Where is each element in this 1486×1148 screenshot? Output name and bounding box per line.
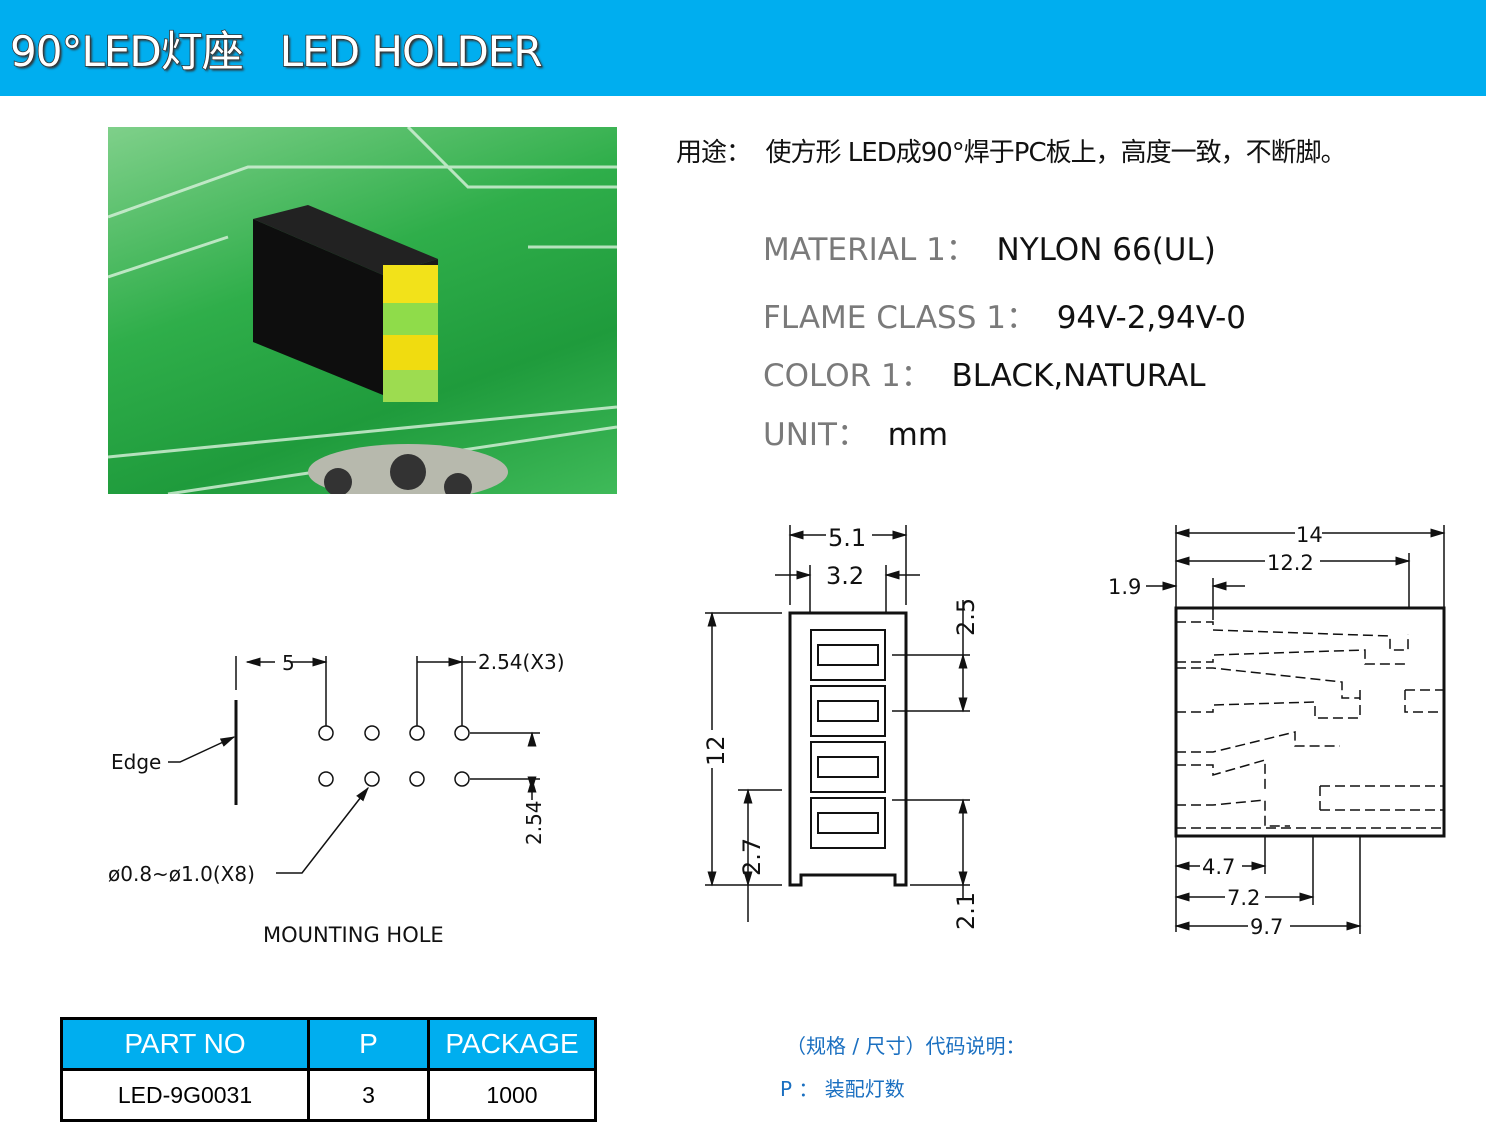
column-header-p: P <box>307 1017 430 1071</box>
usage-text: 用途： 使方形 LED成90°焊于PC板上，高度一致，不断脚。 <box>676 138 1347 168</box>
dim-2-7-label: 2.7 <box>738 838 766 876</box>
part-table: PART NO P PACKAGE LED-9G0031 3 1000 <box>60 1017 597 1122</box>
cell-part-no: LED-9G0031 <box>60 1068 310 1122</box>
product-photo <box>108 127 617 494</box>
spec-value: 94V-2,94V-0 <box>1056 300 1247 336</box>
cell-p: 3 <box>307 1068 430 1122</box>
dim-3-2-label: 3.2 <box>826 562 864 590</box>
spec-material: MATERIAL 1： NYLON 66(UL) <box>763 224 1216 269</box>
table-row: LED-9G0031 3 1000 <box>60 1068 597 1122</box>
spec-label: COLOR 1： <box>763 358 952 394</box>
table-header-row: PART NO P PACKAGE <box>60 1017 597 1071</box>
spec-label: UNIT： <box>763 417 888 453</box>
page-title: 90°LED灯座 LED HOLDER <box>9 26 543 77</box>
side-view-drawing <box>1146 525 1446 934</box>
spec-flame-class: FLAME CLASS 1： 94V-2,94V-0 <box>763 292 1246 337</box>
front-view-drawing <box>705 525 970 922</box>
dim-vpitch-label: 2.54 <box>522 800 546 845</box>
dim-4-7-label: 4.7 <box>1202 855 1235 879</box>
dim-2-1-label: 2.1 <box>952 892 980 930</box>
dim-2-5-label: 2.5 <box>952 598 980 636</box>
dim-12-2-label: 12.2 <box>1267 551 1314 575</box>
spec-value: NYLON 66(UL) <box>996 232 1216 268</box>
spec-label: FLAME CLASS 1： <box>763 300 1057 336</box>
dim-5-1-label: 5.1 <box>828 524 866 552</box>
header-bar: 90°LED灯座 LED HOLDER <box>0 0 1486 96</box>
column-header-part-no: PART NO <box>60 1017 310 1071</box>
dim-1-9-label: 1.9 <box>1108 575 1141 599</box>
dim-14-label: 14 <box>1296 523 1323 547</box>
column-header-package: PACKAGE <box>427 1017 597 1071</box>
mounting-hole-drawing <box>168 656 540 874</box>
code-note-title: （规格 / 尺寸）代码说明： <box>786 1034 1026 1058</box>
code-note-p: P ： 装配灯数 <box>780 1077 905 1101</box>
mounting-hole-title: MOUNTING HOLE <box>263 923 444 947</box>
product-photo-illustration <box>108 127 617 494</box>
cell-package: 1000 <box>427 1068 597 1122</box>
spec-label: MATERIAL 1： <box>763 232 997 268</box>
dim-5-label: 5 <box>282 651 295 675</box>
spec-value: BLACK,NATURAL <box>951 358 1206 394</box>
spec-value: mm <box>887 417 949 453</box>
edge-label: Edge <box>111 750 161 774</box>
dim-9-7-label: 9.7 <box>1250 915 1283 939</box>
dim-7-2-label: 7.2 <box>1227 886 1260 910</box>
spec-unit: UNIT： mm <box>763 409 948 454</box>
hole-diameter-label: ø0.8~ø1.0(X8) <box>108 862 255 886</box>
dim-pitch-label: 2.54(X3) <box>478 650 565 674</box>
dim-12-label: 12 <box>702 735 730 766</box>
spec-color: COLOR 1： BLACK,NATURAL <box>763 350 1206 395</box>
